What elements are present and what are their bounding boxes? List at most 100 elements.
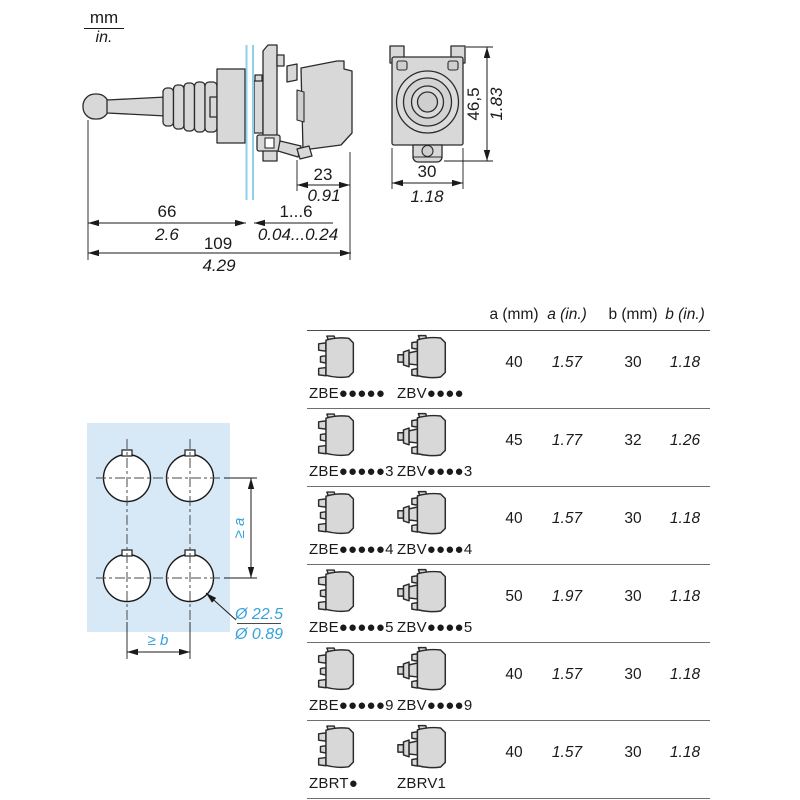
contact-block-icon-zbv xyxy=(397,490,449,537)
column-header-b-mm: b (mm) xyxy=(608,306,658,323)
table-row: ZBRT● ZBRV1 40 1.57 30 1.18 xyxy=(307,721,710,799)
value-a-mm: 40 xyxy=(505,510,523,527)
block-hook xyxy=(286,63,298,83)
table-row: ZBE●●●●●4 ZBV●●●●4 40 1.57 30 1.18 xyxy=(307,487,710,565)
dim-hole-diameter-mm: Ø 22.5 xyxy=(234,606,283,623)
value-a-in: 1.57 xyxy=(551,744,583,761)
value-a-in: 1.77 xyxy=(551,432,583,449)
dim-30-in: 1.18 xyxy=(410,187,444,206)
reference-zbrt: ZBRT● xyxy=(309,775,358,792)
bottom-tab-screw xyxy=(421,144,434,158)
reference-zbv: ZBV●●●●5 xyxy=(397,619,473,636)
table-row: ZBE●●●●●9 ZBV●●●●9 40 1.57 30 1.18 xyxy=(307,643,710,721)
dim-66-in: 2.6 xyxy=(154,225,179,244)
contact-block-icon-zbe xyxy=(315,646,357,693)
joystick-side-view xyxy=(82,44,353,200)
value-a-mm: 40 xyxy=(505,354,523,371)
table-row: ZBE●●●●● ZBV●●●● 40 1.57 30 1.18 xyxy=(307,331,710,409)
contact-block-icon-zbe xyxy=(315,490,357,537)
reference-zbv: ZBV●●●●9 xyxy=(397,697,473,714)
front-view-dimensions: 46,5 1.83 30 1.18 xyxy=(391,46,506,206)
dim-66-mm: 66 xyxy=(158,202,177,221)
lock-lever xyxy=(296,89,305,123)
accessory-selection-table: a (mm) a (in.) b (mm) b (in.) ZBE●●●●● Z… xyxy=(307,300,710,799)
joystick-stem xyxy=(106,96,167,117)
dim-109-in: 4.29 xyxy=(202,256,236,275)
value-b-in: 1.18 xyxy=(669,744,701,761)
dim-23-in: 0.91 xyxy=(307,186,340,205)
side-view-dimensions: 23 0.91 66 2.6 1...6 0.04...0.24 109 4.2… xyxy=(87,120,351,275)
latch-foot xyxy=(296,145,313,160)
plate-tab xyxy=(276,54,285,67)
value-a-in: 1.57 xyxy=(551,666,583,683)
clamp-hole xyxy=(264,137,275,149)
contact-block-icon-zbe xyxy=(315,568,357,615)
panel-cutout-view: ≥ a ≥ b Ø 22.5 Ø 0.89 xyxy=(87,423,283,659)
contact-block-icon-zbrv xyxy=(397,724,449,771)
dim-panel-in: 0.04...0.24 xyxy=(258,225,338,244)
dim-hole-diameter-in: Ø 0.89 xyxy=(234,626,283,643)
dim-109-mm: 109 xyxy=(204,234,232,253)
value-a-mm: 50 xyxy=(505,588,523,605)
value-b-in: 1.26 xyxy=(669,432,701,449)
value-b-mm: 30 xyxy=(624,666,642,683)
value-a-in: 1.57 xyxy=(551,510,583,527)
column-header-a-mm: a (mm) xyxy=(489,306,539,323)
contact-block-icon-zbv xyxy=(397,646,449,693)
latch-arm xyxy=(277,140,302,158)
panel-surface xyxy=(87,423,230,632)
column-header-a-in: a (in.) xyxy=(547,306,587,323)
table-header: a (mm) a (in.) b (mm) b (in.) xyxy=(307,300,710,331)
dim-pitch-b: ≥ b xyxy=(148,632,169,649)
clip-seat-left xyxy=(396,60,408,71)
units-legend: mm in. xyxy=(84,8,124,47)
contact-block-icon-zbrt xyxy=(315,724,357,771)
reference-zbe: ZBE●●●●●9 xyxy=(309,697,394,714)
joystick-bellows xyxy=(162,81,218,133)
threaded-neck xyxy=(253,80,264,134)
dim-23-mm: 23 xyxy=(314,165,333,184)
contact-block-icon-zbv xyxy=(397,334,449,381)
value-a-in: 1.97 xyxy=(551,588,583,605)
value-a-in: 1.57 xyxy=(551,354,583,371)
contact-block-icon-zbe xyxy=(315,334,357,381)
value-a-mm: 40 xyxy=(505,666,523,683)
reference-zbe: ZBE●●●●●5 xyxy=(309,619,394,636)
units-fraction-bar xyxy=(84,28,124,29)
table-row: ZBE●●●●●5 ZBV●●●●5 50 1.97 30 1.18 xyxy=(307,565,710,643)
value-b-mm: 32 xyxy=(624,432,642,449)
value-a-mm: 40 xyxy=(505,744,523,761)
joystick-front-view xyxy=(389,45,466,163)
stem-hub xyxy=(416,91,439,113)
contact-block-icon-zbe xyxy=(315,412,357,459)
reference-zbv: ZBV●●●●4 xyxy=(397,541,473,558)
dim-46-5-in: 1.83 xyxy=(487,87,506,121)
dim-pitch-a: ≥ a xyxy=(231,518,248,539)
dim-46-5-mm: 46,5 xyxy=(464,87,483,120)
value-b-in: 1.18 xyxy=(669,510,701,527)
dim-panel-mm: 1...6 xyxy=(279,202,312,221)
contact-block-icon-zbv xyxy=(397,568,449,615)
reference-zbe: ZBE●●●●●4 xyxy=(309,541,394,558)
units-imperial-label: in. xyxy=(95,29,113,46)
value-b-mm: 30 xyxy=(624,588,642,605)
contact-block-body xyxy=(300,60,353,151)
value-b-in: 1.18 xyxy=(669,354,701,371)
value-b-in: 1.18 xyxy=(669,588,701,605)
value-a-mm: 45 xyxy=(505,432,523,449)
reference-zbv: ZBV●●●● xyxy=(397,385,464,402)
value-b-in: 1.18 xyxy=(669,666,701,683)
reference-zbv: ZBV●●●●3 xyxy=(397,463,473,480)
table-row: ZBE●●●●●3 ZBV●●●●3 45 1.77 32 1.26 xyxy=(307,409,710,487)
center-lines xyxy=(96,439,222,621)
mounting-collar xyxy=(216,68,246,144)
reference-zbe: ZBE●●●●● xyxy=(309,385,386,402)
dim-30-mm: 30 xyxy=(418,162,437,181)
collar-step xyxy=(209,96,218,118)
contact-block-icon-zbv xyxy=(397,412,449,459)
column-header-b-in: b (in.) xyxy=(665,306,705,323)
reference-zbe: ZBE●●●●●3 xyxy=(309,463,394,480)
joystick-knob xyxy=(82,93,110,120)
reference-zbrv: ZBRV1 xyxy=(397,775,447,792)
